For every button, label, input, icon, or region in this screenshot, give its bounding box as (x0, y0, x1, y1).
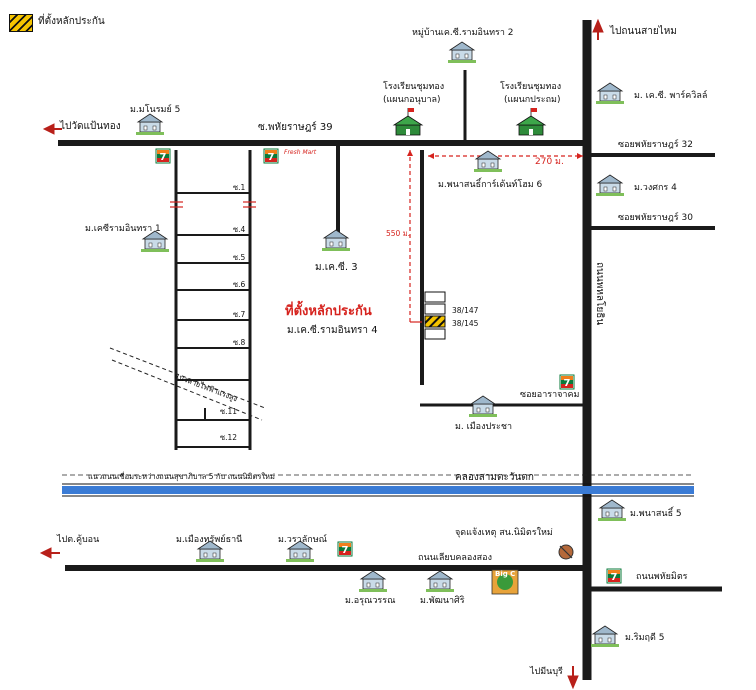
place-school-2: โรงเรียนชุมทอง (500, 82, 562, 92)
house-icon (321, 229, 351, 252)
direction-north: ไปถนนสายไหม (610, 26, 677, 37)
place-checkpoint: จุดแจ้งเหตุ สน.นิมิตรใหม่ (455, 528, 553, 538)
seven-eleven-icon (606, 568, 622, 584)
soi-rungs (176, 192, 250, 448)
road-top-label: ซ.พหัยราษฎร์ 39 (258, 122, 333, 133)
place-school-2-sub: (แผนกประถม) (504, 95, 561, 105)
soi-label: ซ.8 (233, 338, 246, 347)
soi-label: ซ.4 (233, 225, 246, 234)
canal-note-label: แนวถนนเชื่อมระหว่างถนนสุขาภิบาล 5 กับ ถน… (88, 472, 275, 481)
house-icon (597, 499, 627, 522)
place-kongsak4: ม.วงศกร 4 (634, 183, 677, 193)
distance-markers (407, 150, 583, 323)
soi-label: ซ.6 (233, 280, 246, 289)
distance-horizontal: 270 ม. (535, 157, 564, 167)
place-phanason: ม.พนาสนธิ์การ์เด้นท์โฮม 6 (438, 180, 543, 190)
place-muang-pracha: ม. เมืองประชา (455, 422, 513, 432)
place-phanason5: ม.พนาสนธิ์ 5 (630, 509, 682, 519)
place-school-1-sub: (แผนกอนุบาล) (383, 95, 441, 105)
place-muang-sap: ม.เมืองทรัพย์ธานี (176, 535, 243, 545)
house-icon (468, 395, 498, 418)
place-ks-park: ม. เค.ซี. พาร์ควิลล์ (634, 91, 708, 101)
soi-label: ซ.7 (233, 310, 246, 319)
school-icon (516, 107, 546, 136)
place-warapirom: ม.วราลักษณ์ (278, 535, 327, 545)
collateral-house-2: 38/145 (452, 319, 479, 328)
house-icon (425, 570, 455, 593)
place-bigc: Big C (495, 570, 516, 578)
road-soi32-label: ซอยพหัยราษฎร์ 32 (618, 140, 693, 150)
place-freshmart: Fresh Mart (284, 149, 317, 156)
bigc-icon (491, 569, 519, 595)
distance-vertical: 550 ม. (386, 229, 411, 238)
house-icon (590, 625, 620, 648)
house-icon (447, 41, 477, 64)
canal (62, 474, 694, 497)
soi-label: ซ.12 (220, 433, 238, 442)
direction-west-top: ไปวัดแป้นทอง (60, 121, 121, 132)
house-icon (595, 82, 625, 105)
place-school-1: โรงเรียนชุมทอง (383, 82, 445, 92)
place-phatthana: ม.พัฒนาศิริ (420, 596, 465, 606)
roads (58, 20, 722, 680)
collateral-lot-hatched (424, 315, 446, 328)
direction-south: ไปมีนบุรี (530, 667, 563, 677)
checkpoint-icon (558, 544, 574, 560)
legend-label: ที่ตั้งหลักประกัน (38, 16, 105, 27)
place-ks-ramintra1: ม.เคซีรามอินทรา 1 (85, 224, 161, 234)
collateral-lots (424, 291, 446, 340)
seven-eleven-icon (559, 374, 575, 390)
school-icon (393, 107, 423, 136)
collateral-title: ที่ตั้งหลักประกัน (285, 304, 372, 319)
house-icon (473, 150, 503, 173)
road-right-bottom-label: ถนนพหัยมิตร (636, 572, 688, 582)
soi-label: ซ.11 (220, 407, 238, 416)
road-bottom-label: ถนนเลียบคลองสอง (418, 553, 492, 563)
road-main-label: ถนนพหลโยธิน (594, 262, 605, 326)
seven-eleven-icon (263, 148, 279, 164)
road-jakhom-label: ซอยอาราจาคม (520, 390, 580, 400)
soi-label: ซ.5 (233, 253, 246, 262)
soi-label: ซ.1 (233, 183, 246, 192)
collateral-house-1: 38/147 (452, 306, 479, 315)
place-ks-ramintra4: ม.เค.ซี.รามอินทรา 4 (287, 325, 378, 336)
canal-label: คลองสามตะวันตก (455, 472, 534, 483)
arrows (39, 18, 604, 690)
place-arunwan: ม.อรุณวรรณ (345, 596, 396, 606)
seven-eleven-icon (337, 541, 353, 557)
direction-west-bottom: ไปต.คู้บอน (57, 535, 100, 545)
power-line (109, 347, 266, 421)
house-icon (358, 570, 388, 593)
seven-eleven-icon (155, 148, 171, 164)
place-mooban-ks2: หมู่บ้านเค.ซี.รามอินทรา 2 (412, 28, 514, 38)
house-icon (135, 113, 165, 136)
house-icon (595, 174, 625, 197)
road-soi30-label: ซอยพหัยราษฎร์ 30 (618, 213, 693, 223)
place-monrak5: ม.มโนรมย์ 5 (130, 105, 181, 115)
legend-hatch-swatch (9, 14, 33, 32)
place-chamnong: ม.ริมฤดี 5 (625, 633, 665, 643)
place-ks3: ม.เค.ซี. 3 (315, 262, 358, 273)
